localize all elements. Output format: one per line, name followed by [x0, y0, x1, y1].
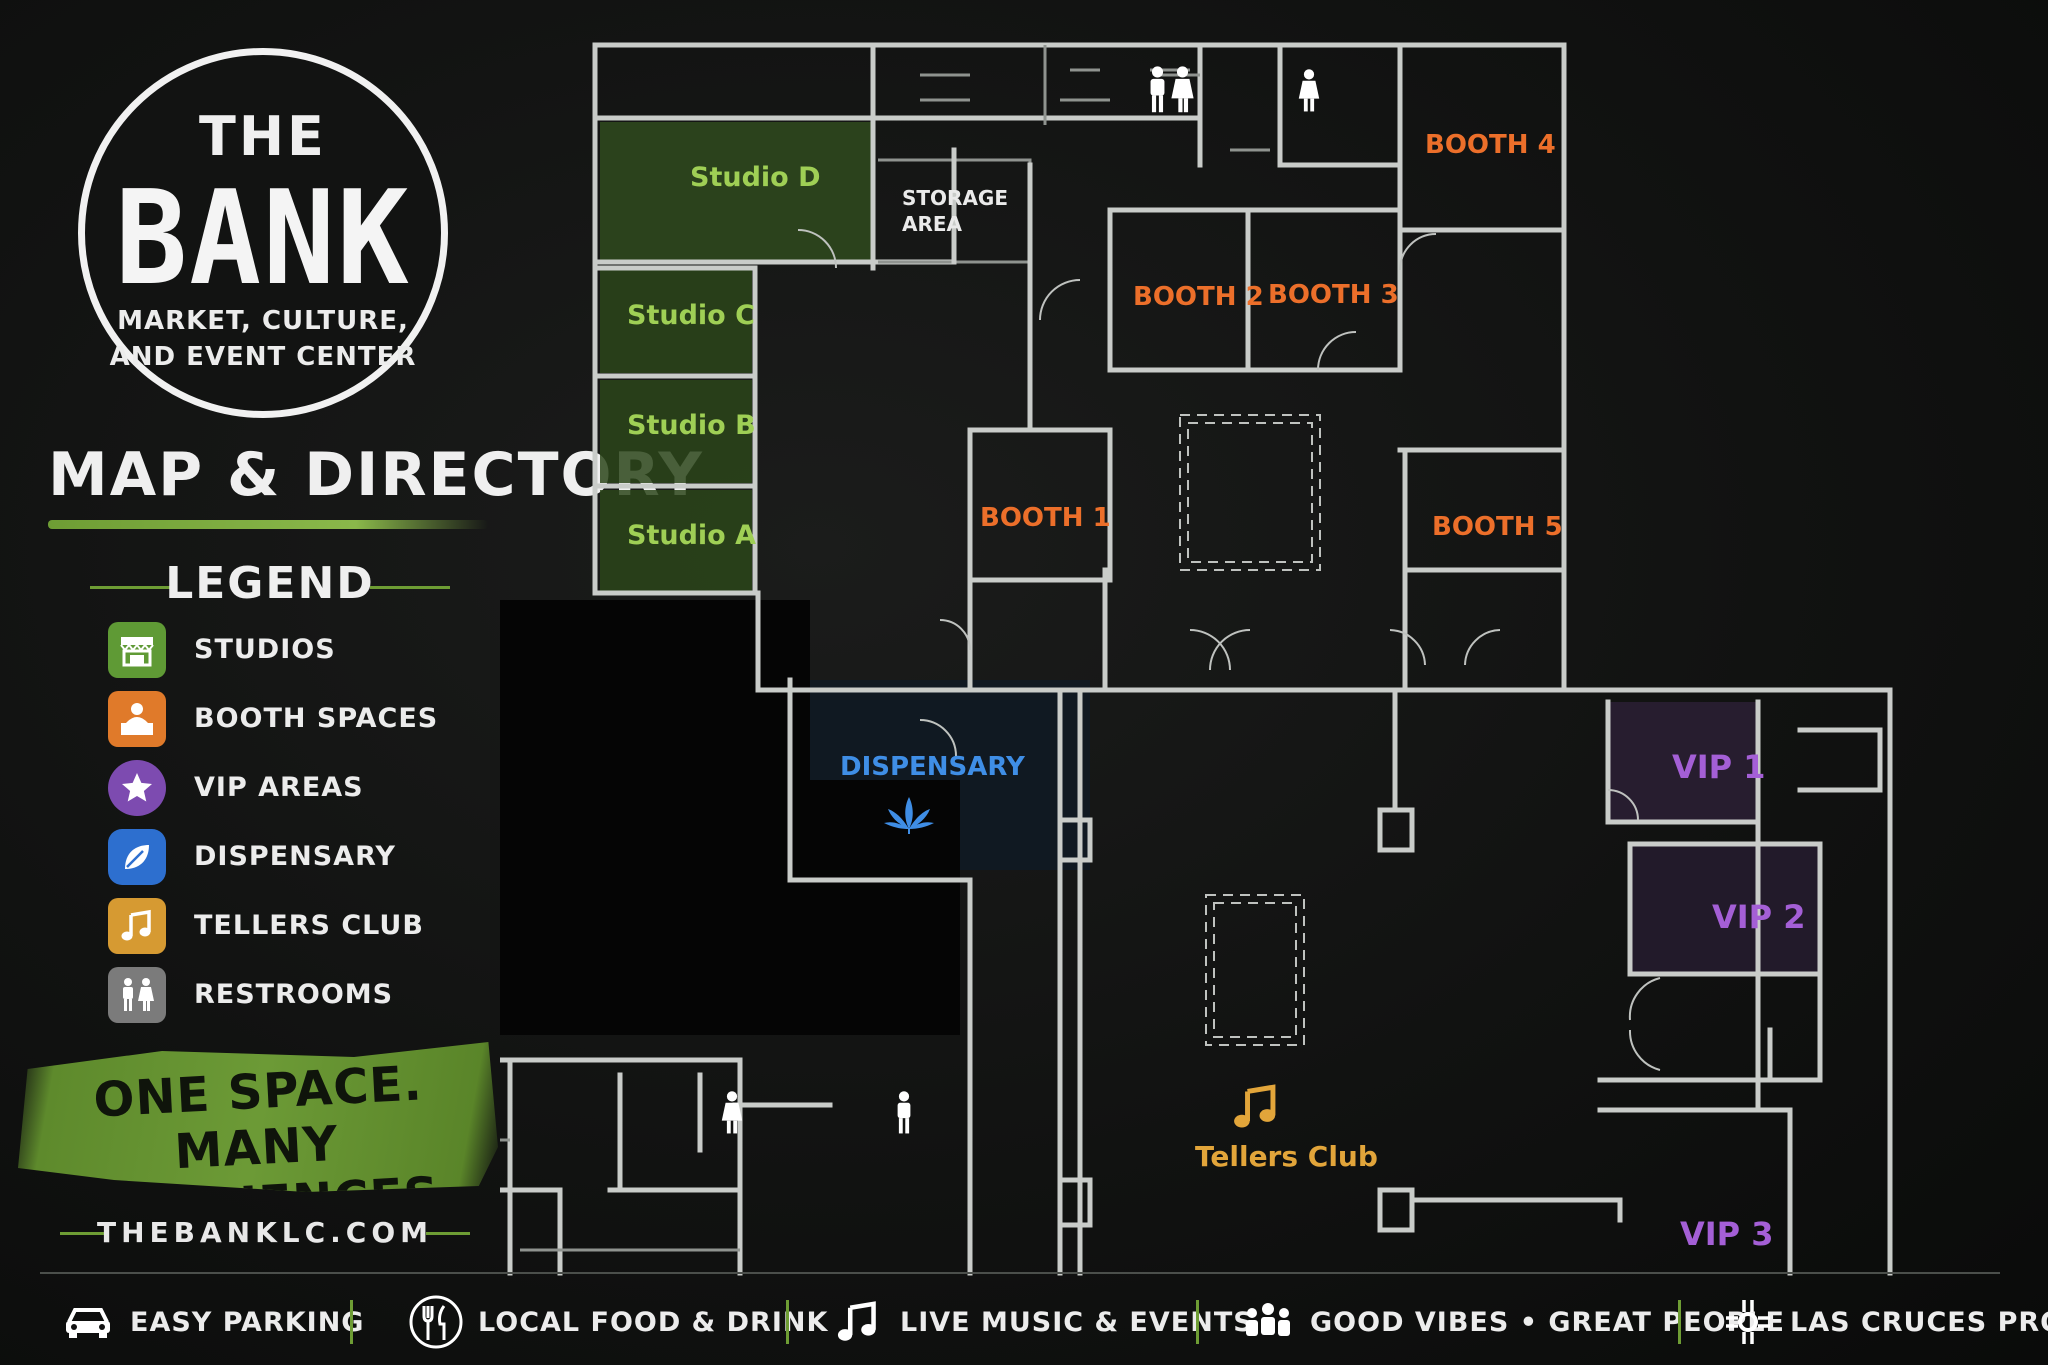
room-label-studio-c: Studio C — [627, 300, 755, 331]
room-label-tellers-club: Tellers Club — [1195, 1140, 1378, 1173]
legend-item-restrooms: RESTROOMS — [108, 965, 488, 1025]
legend-label-studios: STUDIOS — [194, 634, 336, 665]
room-label-booth5: BOOTH 5 — [1432, 512, 1563, 542]
women-restroom-icon-south — [721, 1091, 743, 1134]
storage-line2: AREA — [902, 212, 963, 236]
restroom-icon — [108, 967, 166, 1023]
room-label-storage: STORAGE AREA — [902, 185, 1008, 237]
door-swings — [797, 229, 1661, 1071]
feature-live-music: LIVE MUSIC & EVENTS — [830, 1292, 1254, 1352]
music-note-icon — [830, 1294, 886, 1350]
room-label-studio-b: Studio B — [627, 410, 756, 441]
room-label-dispensary: DISPENSARY — [840, 752, 1025, 782]
feature-las-cruces: LAS CRUCES PROUD — [1720, 1292, 2048, 1352]
legend-heading: LEGEND — [90, 556, 450, 616]
women-restroom-icon — [1298, 69, 1320, 112]
room-label-booth2: BOOTH 2 — [1133, 282, 1264, 312]
website: THEBANKLC.COM — [60, 1214, 470, 1254]
logo-subtitle: MARKET, CULTURE, AND EVENT CENTER — [105, 303, 421, 375]
floor-plan-walls: .w{stroke:#c9ccc9;stroke-width:5;fill:no… — [412, 42, 1893, 1276]
legend-rule-left — [90, 586, 170, 589]
feature-label-good-vibes: GOOD VIBES • GREAT PEOPLE — [1310, 1306, 1785, 1338]
room-label-vip3: VIP 3 — [1680, 1215, 1774, 1253]
restroom-icon — [1150, 66, 1194, 113]
feature-separator — [350, 1300, 353, 1344]
feature-label-las-cruces: LAS CRUCES PROUD — [1790, 1306, 2048, 1338]
legend-item-tellers-club: TELLERS CLUB — [108, 896, 488, 956]
legend-title: LEGEND — [165, 558, 375, 609]
storefront-icon — [108, 622, 166, 678]
logo-the: THE — [199, 105, 327, 168]
bottom-divider — [40, 1272, 2000, 1274]
tellers-club-feature — [1205, 894, 1305, 1046]
legend-label-restrooms: RESTROOMS — [194, 979, 394, 1010]
feature-separator — [786, 1300, 789, 1344]
zia-sun-icon — [1720, 1294, 1776, 1350]
booth-icon — [108, 691, 166, 747]
legend-item-studios: STUDIOS — [108, 620, 488, 680]
music-note-icon — [108, 898, 166, 954]
title-underline — [48, 520, 488, 529]
feature-label-local-food: LOCAL FOOD & DRINK — [478, 1306, 829, 1338]
feature-local-food: LOCAL FOOD & DRINK — [408, 1292, 828, 1352]
feature-good-vibes: GOOD VIBES • GREAT PEOPLE — [1240, 1292, 1785, 1352]
legend-label-vip-areas: VIP AREAS — [194, 772, 364, 803]
legend-item-dispensary: DISPENSARY — [108, 827, 488, 887]
logo-subtitle-line2: AND EVENT CENTER — [109, 342, 417, 372]
legend-item-booth-spaces: BOOTH SPACES — [108, 689, 488, 749]
room-label-booth3: BOOTH 3 — [1268, 280, 1399, 310]
studio-c-area — [600, 270, 752, 373]
logo-subtitle-line1: MARKET, CULTURE, — [117, 306, 409, 336]
the-bank-logo: THE BANK MARKET, CULTURE, AND EVENT CENT… — [78, 48, 448, 418]
star-icon — [108, 760, 166, 816]
website-rule-right — [426, 1232, 470, 1235]
vip2-area — [1630, 844, 1820, 974]
legend-label-dispensary: DISPENSARY — [194, 841, 396, 872]
fork-knife-icon — [408, 1294, 464, 1350]
legend-rule-right — [370, 586, 450, 589]
slogan-banner: ONE SPACE. MANY EXPERIENCES. — [18, 1042, 498, 1192]
feature-label-live-music: LIVE MUSIC & EVENTS — [900, 1306, 1254, 1338]
blank-block-2 — [490, 780, 960, 1035]
room-label-studio-a: Studio A — [627, 520, 757, 551]
studio-a-area — [600, 490, 752, 593]
car-icon — [60, 1294, 116, 1350]
feature-bar: EASY PARKING LOCAL FOOD & DRINK LIVE MUS… — [0, 1280, 2048, 1360]
floor-plan: .w{stroke:#c9ccc9;stroke-width:5;fill:no… — [412, 30, 1920, 1284]
leaf-icon — [108, 829, 166, 885]
room-label-vip1: VIP 1 — [1672, 748, 1766, 786]
music-note-icon — [1234, 1084, 1276, 1128]
feature-label-easy-parking: EASY PARKING — [130, 1306, 365, 1338]
website-rule-left — [60, 1232, 104, 1235]
website-url: THEBANKLC.COM — [96, 1216, 434, 1249]
room-label-vip2: VIP 2 — [1712, 898, 1806, 936]
room-label-booth4: BOOTH 4 — [1425, 130, 1556, 160]
cannabis-leaf-icon — [884, 797, 934, 834]
logo-bank: BANK — [115, 162, 411, 314]
storage-line1: STORAGE — [902, 186, 1009, 210]
feature-separator — [1196, 1300, 1199, 1344]
studio-d-area — [600, 122, 872, 262]
room-label-booth1: BOOTH 1 — [980, 503, 1111, 533]
west-wall — [592, 42, 761, 596]
booth-area-feature — [1179, 414, 1321, 571]
legend-label-tellers-club: TELLERS CLUB — [194, 910, 424, 941]
legend-label-booth-spaces: BOOTH SPACES — [194, 703, 439, 734]
legend-item-vip-areas: VIP AREAS — [108, 758, 488, 818]
feature-easy-parking: EASY PARKING — [60, 1292, 364, 1352]
room-label-studio-d: Studio D — [690, 162, 821, 193]
feature-separator — [1678, 1300, 1681, 1344]
studio-b-area — [600, 380, 752, 483]
men-restroom-icon-south — [897, 1091, 911, 1134]
people-icon — [1240, 1294, 1296, 1350]
